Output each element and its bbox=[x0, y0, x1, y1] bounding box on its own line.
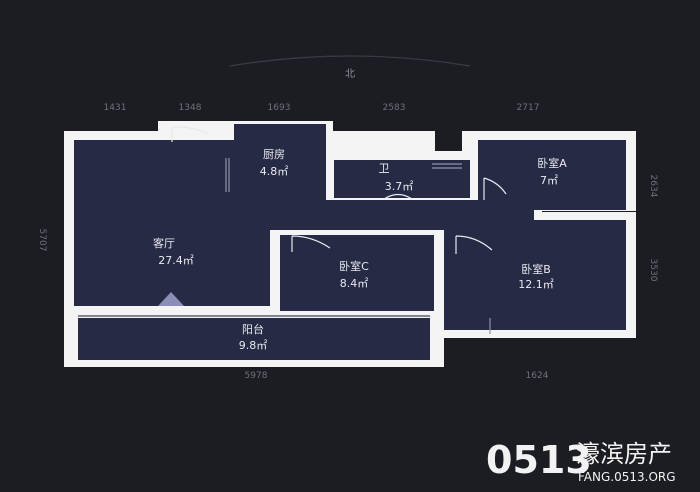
dim-bottom-2: 1624 bbox=[526, 371, 549, 381]
dim-top-2: 1348 bbox=[179, 103, 202, 113]
bedroom-b-name: 卧室B bbox=[521, 262, 551, 276]
living-area: 27.4㎡ bbox=[158, 254, 194, 267]
bedroom-b-door bbox=[455, 235, 493, 254]
watermark: 0513 濠滨房产 FANG.0513.ORG bbox=[486, 438, 676, 484]
dim-bottom-1: 5978 bbox=[245, 371, 268, 381]
dim-right-1: 2634 bbox=[648, 175, 658, 198]
balcony-area: 9.8㎡ bbox=[239, 339, 268, 352]
entry-door bbox=[171, 126, 209, 142]
dim-top-4: 2583 bbox=[383, 103, 406, 113]
compass-arc bbox=[229, 55, 471, 67]
dim-left-1: 5707 bbox=[37, 229, 47, 252]
bath-area: 3.7㎡ bbox=[385, 180, 414, 193]
bedroom-b-area: 12.1㎡ bbox=[518, 278, 554, 291]
bedroom-c-area: 8.4㎡ bbox=[340, 277, 369, 290]
dim-top-5: 2717 bbox=[517, 103, 540, 113]
balcony bbox=[78, 318, 430, 360]
living-name: 客厅 bbox=[153, 236, 175, 250]
bath-name: 卫 bbox=[379, 162, 390, 175]
dim-right-2: 3530 bbox=[648, 259, 658, 282]
watermark-logo: 0513 bbox=[486, 438, 592, 482]
watermark-url: FANG.0513.ORG bbox=[578, 470, 676, 484]
bedroom-c-name: 卧室C bbox=[339, 259, 369, 273]
kitchen bbox=[234, 124, 326, 200]
bedroom-a bbox=[478, 140, 626, 210]
bedroom-c-door bbox=[291, 235, 331, 252]
watermark-brand: 濠滨房产 bbox=[576, 440, 672, 468]
bathroom bbox=[334, 160, 470, 198]
bedroom-a-area: 7㎡ bbox=[540, 174, 558, 187]
bedroom-b bbox=[444, 220, 626, 330]
top-dimensions: 1431 1348 1693 2583 2717 bbox=[104, 103, 540, 113]
kitchen-area: 4.8㎡ bbox=[260, 165, 289, 178]
bedroom-c bbox=[280, 235, 434, 311]
bottom-dimensions: 5978 1624 bbox=[245, 371, 549, 381]
doors bbox=[171, 126, 507, 254]
room-fills bbox=[74, 124, 626, 360]
bathroom-door bbox=[383, 193, 413, 200]
windows bbox=[78, 158, 491, 334]
dim-top-1: 1431 bbox=[104, 103, 127, 113]
bedroom-a-door bbox=[483, 177, 507, 200]
dim-top-3: 1693 bbox=[268, 103, 291, 113]
bedroom-a-name: 卧室A bbox=[537, 156, 567, 170]
entrance-arrow-icon bbox=[158, 292, 184, 306]
balcony-name: 阳台 bbox=[242, 322, 264, 336]
kitchen-name: 厨房 bbox=[263, 148, 285, 161]
north-label: 北 bbox=[345, 68, 355, 80]
